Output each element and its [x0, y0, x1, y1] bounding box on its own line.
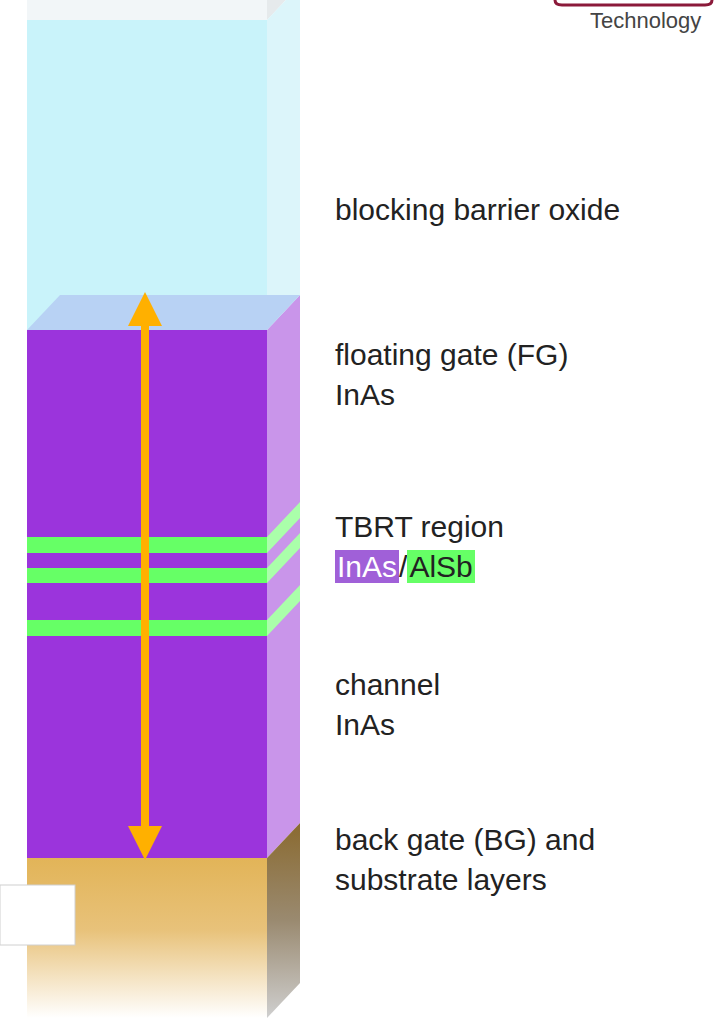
double-arrow [128, 292, 162, 860]
layer-name: blocking barrier oxide [335, 190, 645, 230]
back-gate-side [267, 823, 300, 1018]
material-row: InAs/AlSb [335, 547, 645, 587]
layer-name: back gate (BG) and substrate layers [335, 820, 645, 900]
layer-name: floating gate (FG) [335, 335, 645, 375]
oxide-front [27, 20, 267, 330]
layer-node: blocking barrier oxide [27, 20, 707, 290]
layer-label: blocking barrier oxide [335, 190, 645, 230]
layer-name: channel [335, 665, 645, 705]
layer-node: floating gate (FG)InAs [27, 290, 707, 505]
layer-label: channelInAs [335, 665, 645, 745]
inset-box [0, 885, 75, 945]
logo-border [555, 0, 712, 5]
logo-text: Technology [590, 8, 701, 34]
layer-label: floating gate (FG)InAs [335, 335, 645, 415]
oxide-side [267, 0, 300, 330]
material-highlight: AlSb [407, 550, 474, 583]
layer-label: TBRT regionInAs/AlSb [335, 507, 645, 587]
top-cap [27, 0, 267, 20]
alsb-stripes [27, 502, 300, 636]
fg-top-face [27, 295, 300, 330]
material-name: InAs [335, 705, 645, 745]
material-highlight: InAs [335, 550, 399, 583]
layer-node: back gate (BG) and substrate layers [27, 862, 707, 1010]
inas-front [27, 330, 267, 858]
material-name: InAs [335, 375, 645, 415]
layer-name: TBRT region [335, 507, 645, 547]
inas-side [267, 295, 300, 858]
layer-node: TBRT regionInAs/AlSb [27, 505, 707, 640]
layer-label: back gate (BG) and substrate layers [335, 820, 645, 900]
